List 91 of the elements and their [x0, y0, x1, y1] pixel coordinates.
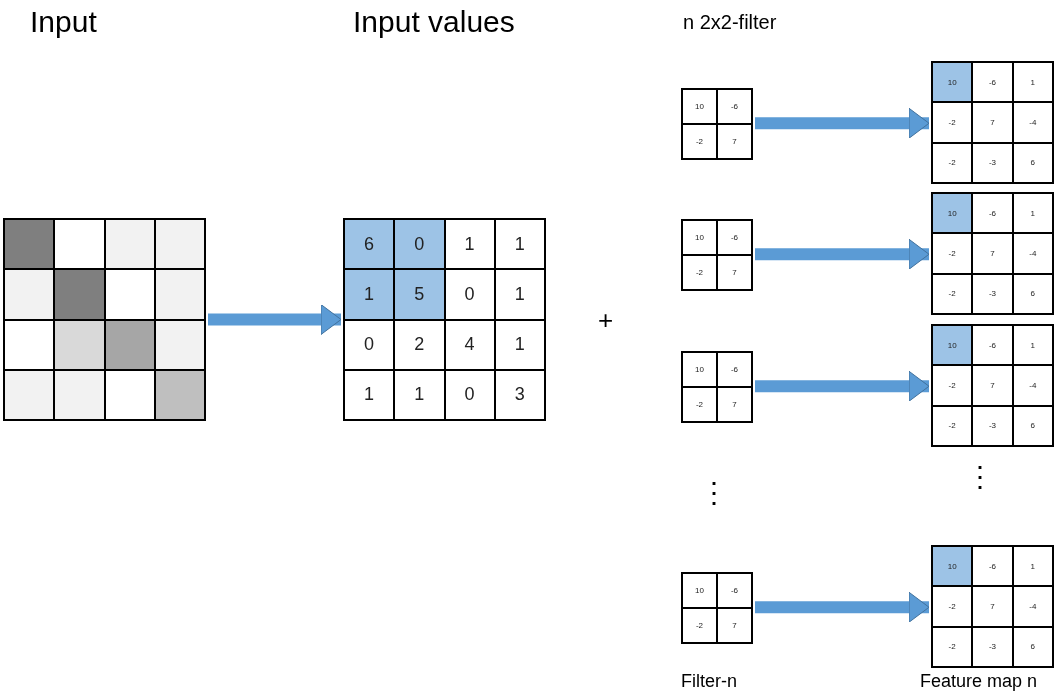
matrix-cell: 0 [395, 220, 444, 269]
matrix-cell: -2 [933, 274, 972, 313]
matrix-cell: -2 [683, 388, 716, 421]
matrix-cell: -2 [683, 609, 716, 642]
matrix-cell: 1 [1013, 547, 1052, 586]
matrix-cell: 7 [718, 609, 751, 642]
matrix-grid [343, 218, 546, 421]
matrix-cell: -2 [683, 256, 716, 289]
label-text: ⋮ [966, 460, 994, 494]
matrix-cell: -3 [973, 627, 1012, 666]
block-arrow [755, 238, 930, 270]
label-text: Filter-n [681, 671, 737, 693]
matrix-cell: -2 [933, 366, 972, 405]
matrix-grid [931, 545, 1054, 668]
matrix-cell: 1 [495, 320, 544, 369]
matrix-cell: -2 [933, 627, 972, 666]
matrix-cell: 1 [1013, 63, 1052, 102]
matrix-cell: -3 [973, 274, 1012, 313]
matrix-cell: 1 [1013, 194, 1052, 233]
matrix-cell: 7 [973, 234, 1012, 273]
matrix-cell: 6 [1013, 274, 1052, 313]
matrix-cell: -2 [683, 125, 716, 158]
matrix-cell: 7 [973, 587, 1012, 626]
matrix-cell: 6 [1013, 406, 1052, 445]
matrix-cell: -4 [1013, 587, 1052, 626]
matrix-cell: 2 [395, 320, 444, 369]
matrix-cell: 7 [718, 256, 751, 289]
matrix-cell: -6 [718, 574, 751, 607]
matrix-cell: 1 [345, 370, 394, 419]
label-text: Input [30, 4, 97, 40]
matrix-cell: 6 [345, 220, 394, 269]
matrix-grid [931, 192, 1054, 315]
block-arrow [208, 304, 342, 335]
matrix-cell: 3 [495, 370, 544, 419]
label-text: + [598, 305, 614, 337]
matrix-cell: -6 [973, 63, 1012, 102]
matrix-grid [681, 219, 753, 291]
matrix-cell: 4 [445, 320, 494, 369]
matrix-cell: -2 [933, 587, 972, 626]
matrix-cell: 10 [683, 90, 716, 123]
matrix-cell: 1 [345, 270, 394, 319]
matrix-cell: 10 [683, 353, 716, 386]
matrix-grid [931, 61, 1054, 184]
matrix-cell: 7 [973, 366, 1012, 405]
matrix-cell: -6 [973, 547, 1012, 586]
matrix-cell: 1 [445, 220, 494, 269]
block-arrow [755, 370, 930, 402]
matrix-cell: 10 [683, 221, 716, 254]
label-text: ⋮ [700, 476, 728, 510]
matrix-cell: -4 [1013, 366, 1052, 405]
matrix-cell: 5 [395, 270, 444, 319]
matrix-cell: 0 [445, 370, 494, 419]
label-text: n 2x2-filter [683, 10, 777, 34]
block-arrow [755, 591, 930, 623]
matrix-cell: -6 [718, 90, 751, 123]
matrix-cell: 10 [933, 547, 972, 586]
shaded-pixel-grid [3, 218, 206, 421]
matrix-cell: -2 [933, 406, 972, 445]
matrix-cell: 1 [495, 270, 544, 319]
matrix-cell: 10 [683, 574, 716, 607]
matrix-cell: 7 [718, 125, 751, 158]
matrix-cell: -6 [973, 326, 1012, 365]
matrix-cell: -3 [973, 406, 1012, 445]
matrix-cell: 6 [1013, 143, 1052, 182]
matrix-cell: 7 [718, 388, 751, 421]
matrix-cell: 0 [445, 270, 494, 319]
matrix-cell: -2 [933, 143, 972, 182]
matrix-cell: -2 [933, 103, 972, 142]
matrix-cell: -3 [973, 143, 1012, 182]
matrix-cell: 10 [933, 194, 972, 233]
matrix-cell: -6 [718, 221, 751, 254]
matrix-cell: 1 [395, 370, 444, 419]
matrix-cell: -2 [933, 234, 972, 273]
matrix-grid [931, 324, 1054, 447]
matrix-cell: -4 [1013, 234, 1052, 273]
matrix-cell: 1 [1013, 326, 1052, 365]
label-text: Input values [353, 4, 515, 40]
matrix-grid [681, 572, 753, 644]
matrix-cell: 7 [973, 103, 1012, 142]
matrix-cell: 10 [933, 326, 972, 365]
matrix-cell: 1 [495, 220, 544, 269]
block-arrow [755, 107, 930, 139]
matrix-cell: 10 [933, 63, 972, 102]
matrix-cell: 6 [1013, 627, 1052, 666]
matrix-cell: 0 [345, 320, 394, 369]
matrix-cell: -6 [718, 353, 751, 386]
matrix-cell: -4 [1013, 103, 1052, 142]
matrix-cell: -6 [973, 194, 1012, 233]
matrix-grid [681, 351, 753, 423]
label-text: Feature map n [920, 671, 1038, 693]
matrix-grid [681, 88, 753, 160]
